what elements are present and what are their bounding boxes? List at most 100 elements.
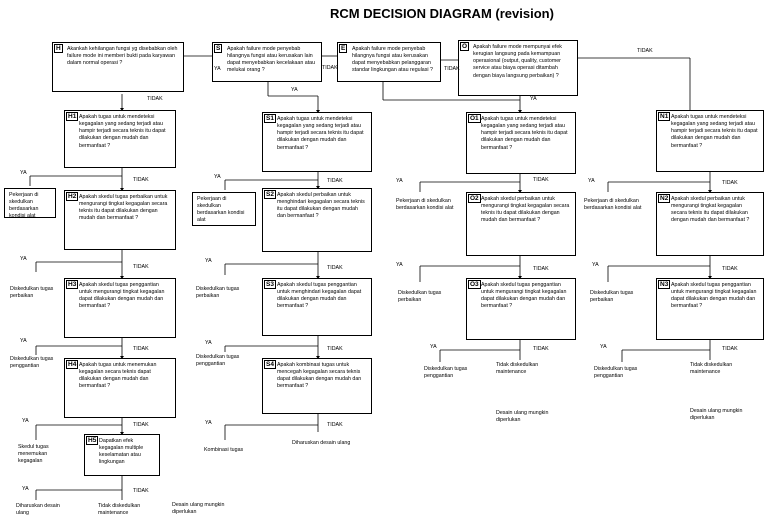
label-yes: YA [396,262,403,268]
result-h4: Skedul tugas menemukan kegagalan [18,444,49,465]
result-n3-no: Tidak diskedulkan maintenance [690,362,733,376]
node-h1: H1 Apakah tugas untuk mendeteksi kegagal… [64,110,176,168]
result-text: Pekerjaan di skedulkan berdasarkan kondi… [197,196,245,224]
result-s4-no: Diharuskan desain ulang [292,440,351,446]
result-n-end: Desain ulang mungkin diperlukan [690,408,743,422]
node-tag: H3 [66,280,79,290]
node-text: Apakah skedul tugas penggantian untuk me… [277,282,362,310]
node-text: Apakah skedul tugas penggantian untuk me… [481,282,567,310]
node-tag: S [214,44,223,54]
label-yes: YA [430,344,437,350]
node-text: Apakah failure mode penyebab hilangnya f… [352,46,433,74]
label-no: TIDAK [327,422,343,428]
result-h-end: Desain ulang mungkin diperlukan [172,502,225,516]
result-s2: Diskedulkan tugas perbaikan [196,286,240,300]
result-o-end: Desain ulang mungkin diperlukan [496,410,549,424]
node-tag: S1 [264,114,276,124]
label-yes: YA [600,344,607,350]
label-yes: YA [205,420,212,426]
node-tag: O1 [468,114,481,124]
result-text: Pekerjaan di skedulkan berdasarkan kondi… [9,192,39,220]
node-tag: O3 [468,280,481,290]
node-tag: H5 [86,436,99,446]
node-text: Apakah skedul perbaikan untuk menghindar… [277,192,365,220]
node-s1: S1 Apakah tugas untuk mendeteksi kegagal… [262,112,372,172]
node-text: Apakah skedul tugas penggantian untuk me… [79,282,165,310]
result-h5-no: Tidak diskedulkan maintenance [98,503,141,517]
node-text: Apakah failure mode penyebab hilangnya f… [227,46,316,74]
node-tag: H2 [66,192,79,202]
node-text: Dapatkan efek kegagalan multiple keselam… [99,438,144,466]
node-text: Apakah failure mode mempunyai efek kerug… [473,44,562,79]
node-tag: O [460,42,470,52]
node-s2: S2 Apakah skedul perbaikan untuk menghin… [262,188,372,252]
label-no: TIDAK [327,265,343,271]
label-no: TIDAK [327,178,343,184]
result-h1: Pekerjaan di skedulkan berdasarkan kondi… [4,188,56,220]
label-no: TIDAK [322,65,338,71]
node-text: Apakah kombinasi tugas untuk mencegah ke… [277,362,362,390]
node-tag: H4 [66,360,79,370]
result-n1: Pekerjaan di skedulkan berdasarkan kondi… [584,198,642,212]
node-tag: O2 [468,194,481,204]
label-no: TIDAK [722,266,738,272]
node-tag: S4 [264,360,276,370]
label-no: TIDAK [133,488,149,494]
node-tag: E [339,44,348,54]
node-text: Apakah tugas untuk mendeteksi kegagalan … [277,116,364,151]
node-tag: S2 [264,190,276,200]
node-tag: N1 [658,112,671,122]
node-text: Apakah skedul tugas perbaikan untuk meng… [79,194,168,222]
node-o3: O3 Apakah skedul tugas penggantian untuk… [466,278,576,340]
label-yes: YA [20,256,27,262]
label-yes: YA [205,258,212,264]
result-o3-no: Tidak diskedulkan maintenance [496,362,539,376]
node-text: Apakah tugas untuk mendeteksi kegagalan … [671,114,758,149]
result-s4-yes: Kombinasi tugas [204,447,244,453]
label-no: TIDAK [147,96,163,102]
label-yes: YA [20,170,27,176]
node-s: S Apakah failure mode penyebab hilangnya… [212,42,322,82]
label-no: TIDAK [533,266,549,272]
label-yes: YA [214,66,221,72]
node-h3: H3 Apakah skedul tugas penggantian untuk… [64,278,176,338]
node-text: Apakah skedul tugas penggantian untuk me… [671,282,757,310]
label-no: TIDAK [133,346,149,352]
node-n2: N2 Apakah skedul perbaikan untuk mengura… [656,192,764,256]
node-tag: H [54,44,63,54]
label-yes: YA [291,87,298,93]
node-o: O Apakah failure mode mempunyai efek ker… [458,40,578,96]
label-yes: YA [22,486,29,492]
result-n2: Diskedulkan tugas perbaikan [590,290,634,304]
node-s4: S4 Apakah kombinasi tugas untuk mencegah… [262,358,372,414]
label-no: TIDAK [133,177,149,183]
node-s3: S3 Apakah skedul tugas penggantian untuk… [262,278,372,336]
node-text: Apakah tugas untuk mendeteksi kegagalan … [481,116,568,151]
node-text: Apakah tugas untuk menemukan kegagalan s… [79,362,157,390]
result-o2: Diskedulkan tugas perbaikan [398,290,442,304]
node-n1: N1 Apakah tugas untuk mendeteksi kegagal… [656,110,764,172]
node-o1: O1 Apakah tugas untuk mendeteksi kegagal… [466,112,576,174]
label-yes: YA [20,338,27,344]
label-no: TIDAK [533,177,549,183]
label-yes: YA [396,178,403,184]
node-tag: N2 [658,194,671,204]
result-o1: Pekerjaan di skedulkan berdasarkan kondi… [396,198,454,212]
label-no: TIDAK [133,264,149,270]
label-no: TIDAK [637,48,653,54]
diagram-title: RCM DECISION DIAGRAM (revision) [330,6,554,21]
node-text: Akankah kehilangan fungsi yg disebabkan … [67,46,178,67]
label-no: TIDAK [444,66,460,72]
label-no: TIDAK [722,346,738,352]
result-h5-yes: Diharuskan desain ulang [16,503,60,517]
node-o2: O2 Apakah skedul perbaikan untuk mengura… [466,192,576,256]
node-n3: N3 Apakah skedul tugas penggantian untuk… [656,278,764,340]
node-text: Apakah tugas untuk mendeteksi kegagalan … [79,114,166,149]
label-yes: YA [205,340,212,346]
result-n3-yes: Diskedulkan tugas penggantian [594,366,638,380]
node-e: E Apakah failure mode penyebab hilangnya… [337,42,441,82]
label-yes: YA [214,174,221,180]
result-s1: Pekerjaan di skedulkan berdasarkan kondi… [192,192,256,226]
node-h5: H5 Dapatkan efek kegagalan multiple kese… [84,434,160,476]
